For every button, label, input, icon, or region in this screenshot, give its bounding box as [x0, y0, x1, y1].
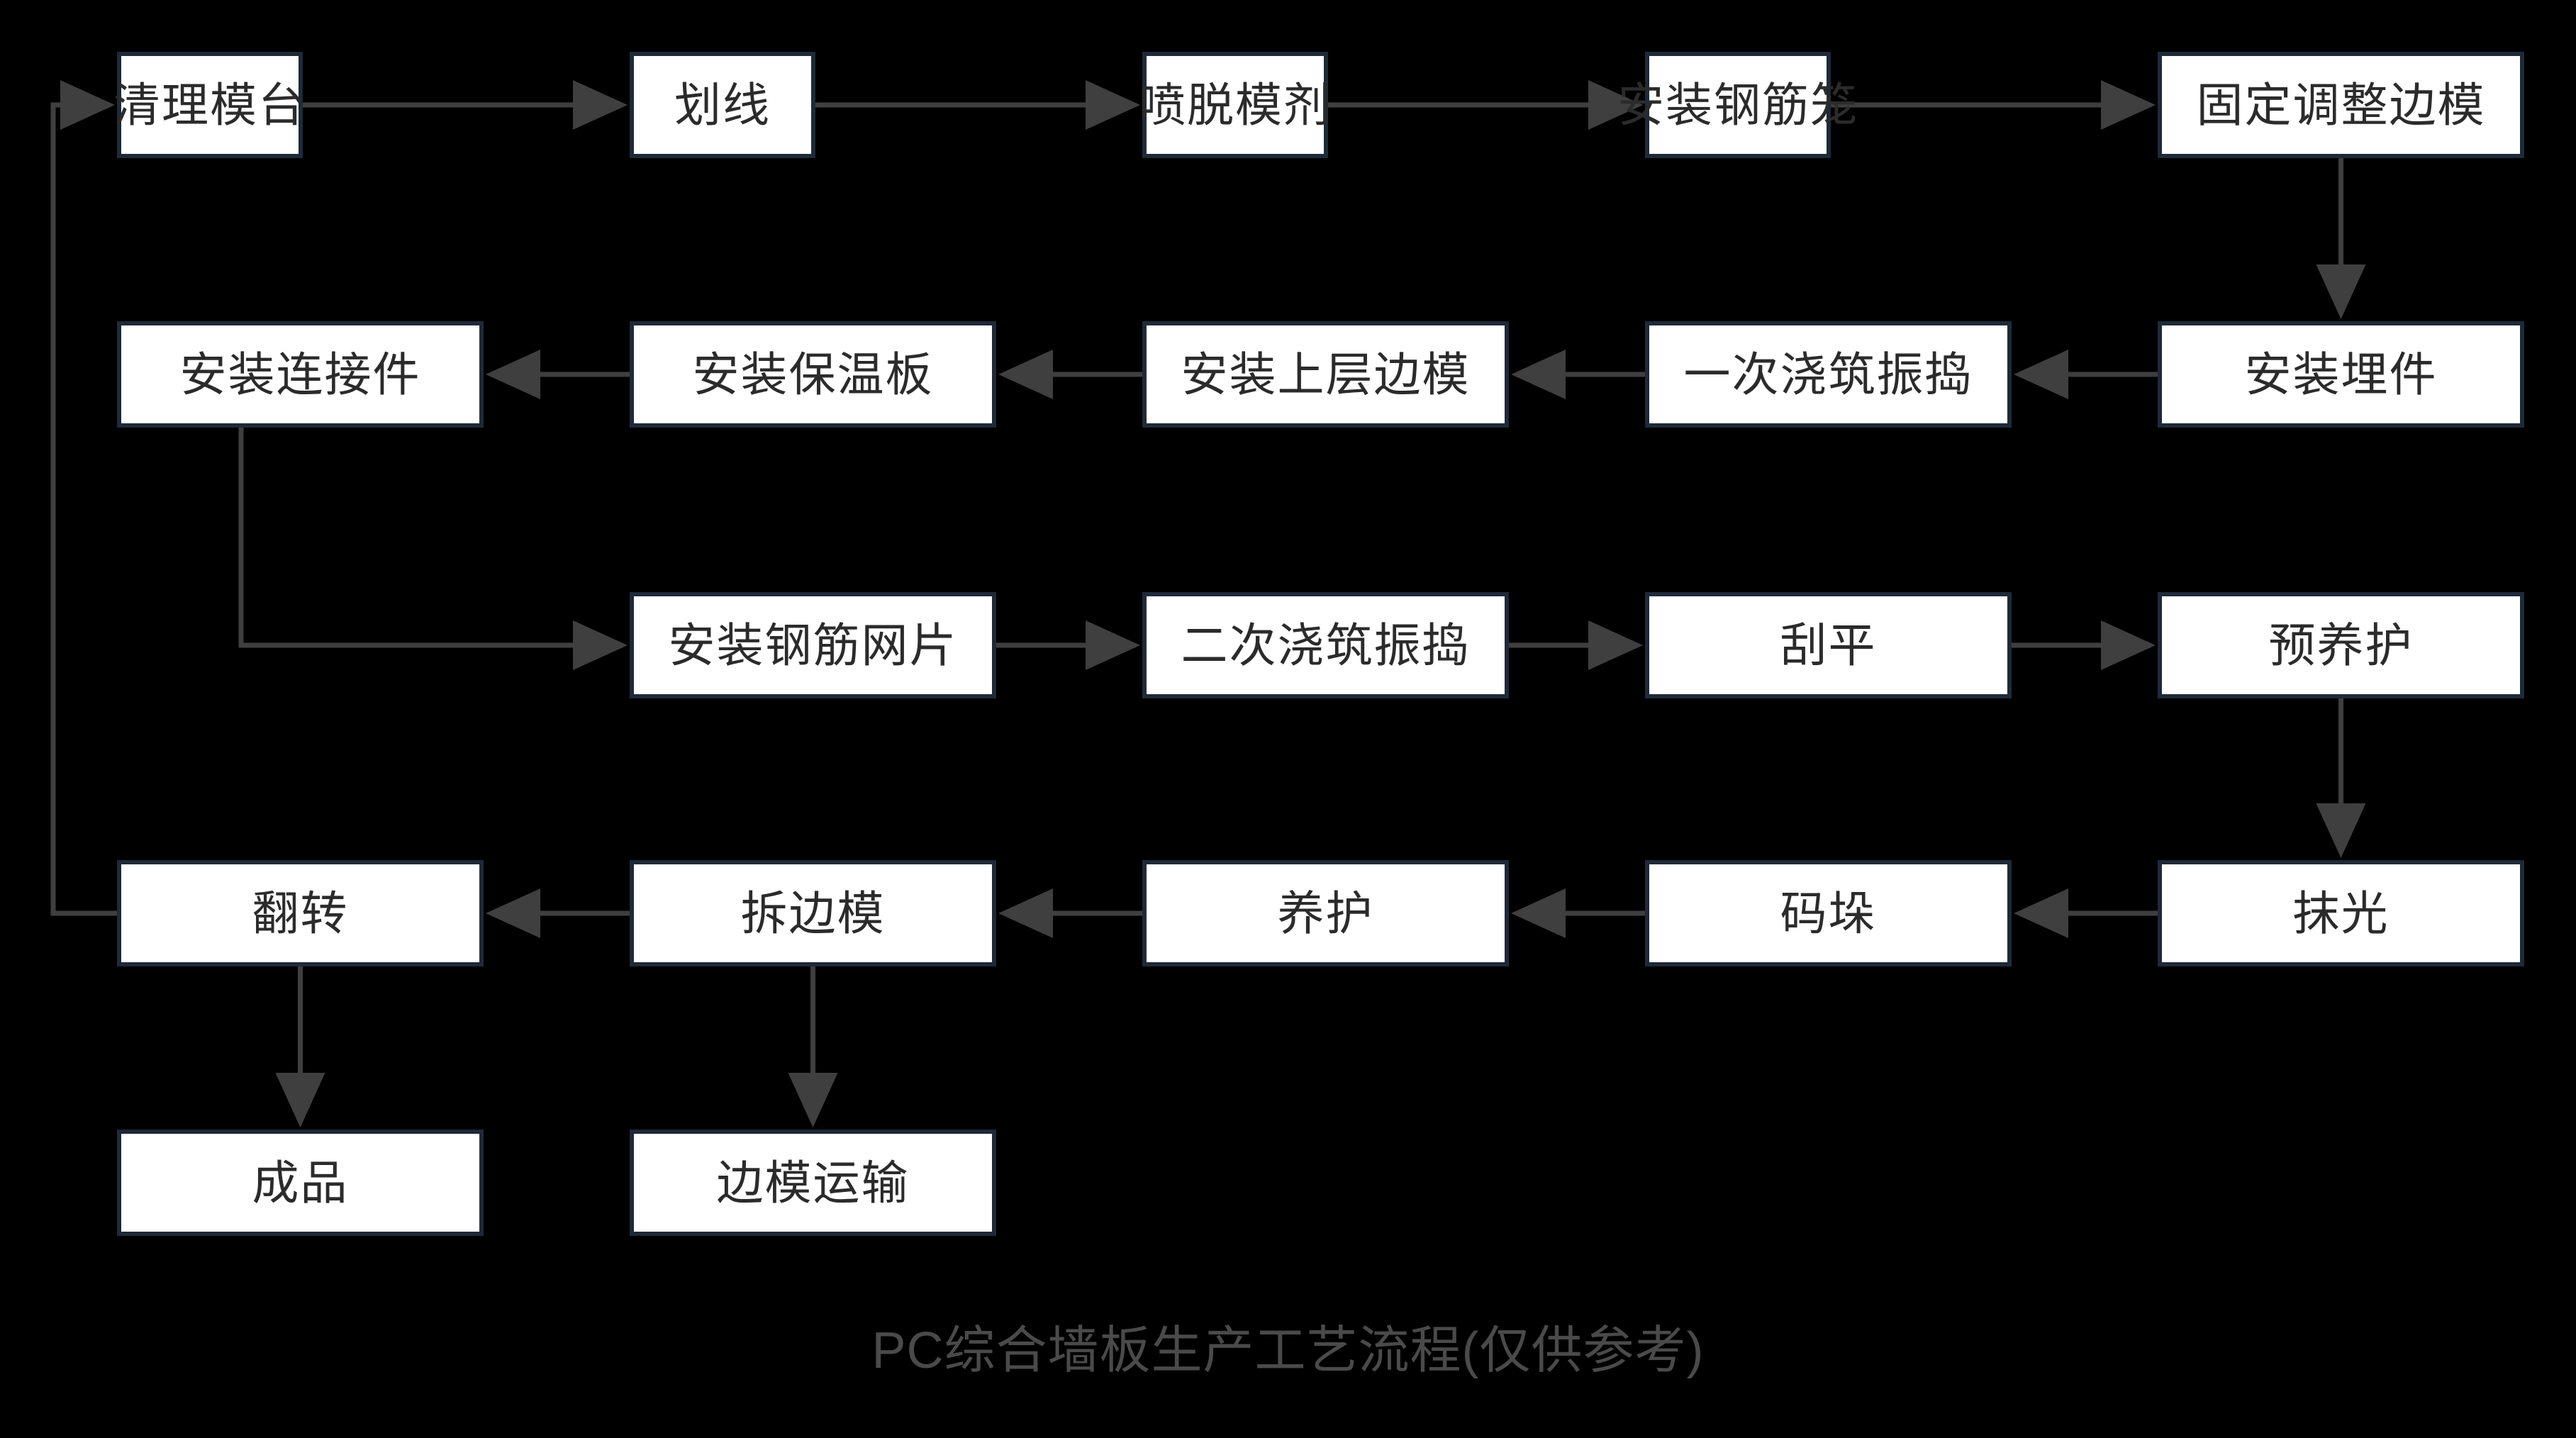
process-node-n21[interactable]: 边模运输	[630, 1130, 996, 1236]
diagram-caption: PC综合墙板生产工艺流程(仅供参考)	[871, 1322, 1705, 1379]
process-node-n9[interactable]: 一次浇筑振捣	[1645, 321, 2012, 428]
process-node-label: 二次浇筑振捣	[1181, 619, 1471, 671]
process-node-n6[interactable]: 安装连接件	[117, 321, 484, 428]
process-node-label: 预养护	[2268, 619, 2414, 671]
process-node-label: 安装埋件	[2244, 348, 2438, 401]
process-node-label: 清理模台	[113, 79, 306, 131]
process-node-label: 划线	[674, 79, 771, 131]
process-node-label: 安装上层边模	[1181, 348, 1471, 401]
process-node-label: 码垛	[1780, 887, 1877, 940]
process-node-label: 拆边模	[740, 887, 886, 940]
connector-n6-to-n11	[238, 428, 628, 670]
process-node-label: 刮平	[1780, 619, 1877, 671]
process-node-n8[interactable]: 安装上层边模	[1142, 321, 1509, 428]
process-node-label: 喷脱模剂	[1139, 79, 1332, 131]
process-node-label: 一次浇筑振捣	[1683, 348, 1973, 401]
process-node-label: 养护	[1277, 887, 1374, 940]
process-node-label: 安装保温板	[692, 348, 934, 401]
process-node-n17[interactable]: 养护	[1142, 860, 1509, 966]
process-node-n3[interactable]: 喷脱模剂	[1139, 52, 1330, 158]
process-node-n14[interactable]: 预养护	[2158, 592, 2524, 698]
process-node-n15[interactable]: 翻转	[117, 860, 484, 966]
process-node-label: 翻转	[252, 887, 349, 940]
process-node-n20[interactable]: 成品	[117, 1130, 484, 1236]
process-node-label: 安装钢筋网片	[668, 619, 958, 671]
process-node-n4[interactable]: 安装钢筋笼	[1617, 52, 1857, 158]
process-node-n5[interactable]: 固定调整边模	[2158, 52, 2524, 158]
process-node-n7[interactable]: 安装保温板	[630, 321, 996, 428]
process-node-n11[interactable]: 安装钢筋网片	[630, 592, 996, 698]
process-node-n2[interactable]: 划线	[630, 52, 815, 158]
process-node-label: 边模运输	[716, 1156, 910, 1209]
process-node-n16[interactable]: 拆边模	[630, 860, 996, 966]
process-node-n10[interactable]: 安装埋件	[2158, 321, 2524, 428]
process-node-n12[interactable]: 二次浇筑振捣	[1142, 592, 1509, 698]
process-node-n18[interactable]: 码垛	[1645, 860, 2012, 966]
process-node-label: 安装连接件	[179, 348, 421, 401]
process-node-label: 固定调整边模	[2196, 79, 2486, 131]
process-node-n13[interactable]: 刮平	[1645, 592, 2012, 698]
process-node-n1[interactable]: 清理模台	[113, 52, 305, 158]
process-node-n19[interactable]: 抹光	[2158, 860, 2524, 966]
process-node-label: 抹光	[2292, 887, 2390, 940]
process-node-label: 成品	[252, 1156, 349, 1209]
connector-n15-to-n1	[50, 80, 117, 916]
process-node-label: 安装钢筋笼	[1617, 79, 1858, 131]
